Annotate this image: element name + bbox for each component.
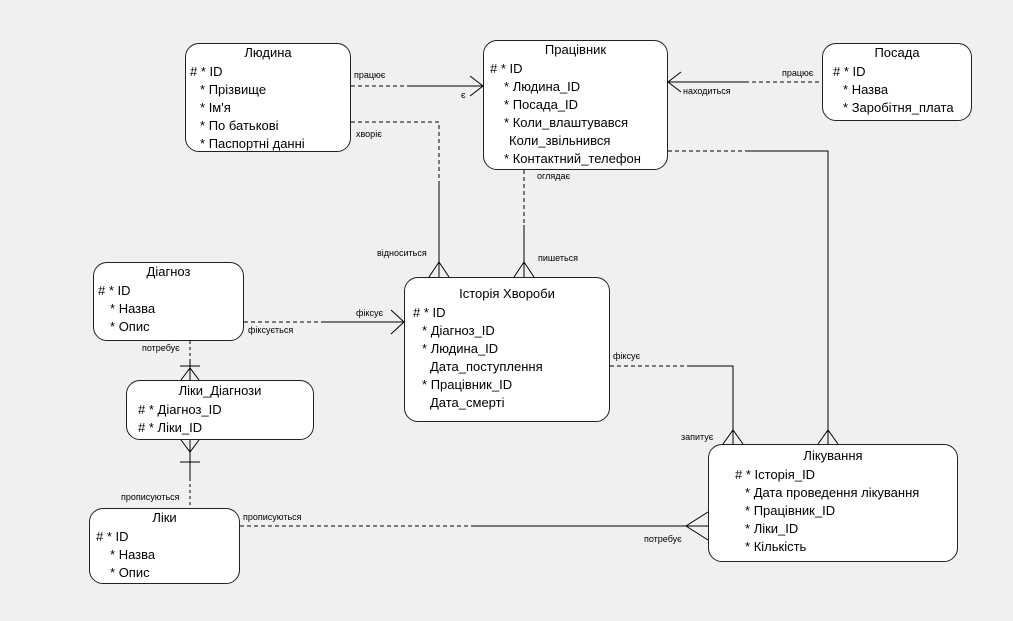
entity-attribute: * Паспортні данні [200,136,305,151]
relationship-label: оглядає [537,171,571,181]
relationship-label: пишеться [538,253,579,263]
entity-attribute: * Опис [110,565,150,580]
relationship-label: потребує [142,343,180,353]
entity-attribute: * Прізвище [200,82,267,97]
entity-attribute: # * Діагноз_ID [138,402,222,417]
entity-istoriya-khvoroby[interactable]: Історія Хвороби # * ID * Діагноз_ID * Лю… [404,277,610,422]
entity-attribute: * Назва [843,82,889,97]
entity-liky[interactable]: Ліки # * ID * Назва * Опис [89,508,240,584]
entity-posada[interactable]: Посада # * ID * Назва * Заробітня_плата [822,43,972,121]
entity-attribute: # * ID [833,64,866,79]
crowsfoot-pratsivnyk-posada [667,71,682,93]
entity-title: Ліки [152,510,177,525]
entity-attribute: * Назва [110,301,156,316]
entity-attribute: * Посада_ID [504,97,579,112]
entity-attribute: * Дата проведення лікування [745,485,920,500]
entity-attribute: # * ID [98,283,131,298]
relationship-label: фіксується [248,325,294,335]
relationship-label: запитує [681,432,714,442]
entity-attribute: Дата_смерті [430,395,505,410]
entity-attribute: * Опис [110,319,150,334]
relationship-label: відноситься [377,248,427,258]
entity-attribute: # * ID [490,61,523,76]
entity-title: Лікування [803,448,863,463]
entity-attribute: # * ID [96,529,129,544]
entity-title: Історія Хвороби [459,286,555,301]
relationship-label: потребує [644,534,682,544]
line-pratsivnyk-likuvannya-mandatory [748,150,829,444]
entity-attribute: * Контактний_телефон [504,151,641,166]
entity-liky-diagnozy[interactable]: Ліки_Діагнози # * Діагноз_ID # * Ліки_ID [126,380,314,440]
entity-title: Працівник [544,42,607,57]
crowsfoot-likydiagnozy-bottom [180,439,200,453]
crowsfoot-istoriya-pratsivnyk [513,261,535,278]
entity-title: Діагноз [146,264,191,279]
relationship-label: фіксує [613,351,641,361]
entity-attribute: * Діагноз_ID [422,323,495,338]
entity-title: Людина [244,45,292,60]
relationship-label: є [461,90,466,100]
relationship-label: працює [354,70,386,80]
entity-pratsivnyk[interactable]: Працівник # * ID * Людина_ID * Посада_ID… [483,40,668,170]
relationship-label: прописуються [121,492,180,502]
entity-attribute: # * Ліки_ID [138,420,203,435]
crowsfoot-likuvannya-pratsivnyk [817,429,839,445]
entity-attribute: * Людина_ID [504,79,581,94]
relationship-label: фіксує [356,308,384,318]
relationship-label: працює [782,68,814,78]
entity-title: Посада [874,45,920,60]
line-lyudyna-istoriya-optional [351,121,440,185]
relationship-label: хворіє [356,129,382,139]
entity-attribute: * Працівник_ID [422,377,513,392]
crowsfoot-likuvannya-istoriya [722,429,744,445]
entity-attribute: * Назва [110,547,156,562]
entity-diagnoz[interactable]: Діагноз # * ID * Назва * Опис [93,262,244,341]
relationship-label: находиться [683,86,731,96]
entity-attribute: # * Історія_ID [735,467,816,482]
crowsfoot-likydiagnozy-top [180,367,200,381]
entity-attribute: * Кількість [745,539,807,554]
entity-attribute: * Людина_ID [422,341,499,356]
entity-attribute: * Ім'я [200,100,231,115]
entity-attribute: * По батькові [200,118,279,133]
entity-attribute: Коли_звільнився [509,133,611,148]
entity-lyudyna[interactable]: Людина # * ID * Прізвище * Ім'я * По бат… [185,43,351,152]
entity-attribute: # * ID [413,305,446,320]
entity-attribute: * Працівник_ID [745,503,836,518]
line-istoriya-likuvannya-mandatory [690,365,734,444]
entity-attribute: * Ліки_ID [745,521,799,536]
relationship-label: прописуються [243,512,302,522]
entity-likuvannya[interactable]: Лікування # * Історія_ID * Дата проведен… [708,444,958,562]
crowsfoot-istoriya-lyudyna [428,261,450,278]
entity-attribute: * Коли_влаштувався [504,115,629,130]
entity-title: Ліки_Діагнози [178,383,262,398]
entity-attribute: Дата_поступлення [430,359,543,374]
entity-attribute: * Заробітня_плата [843,100,954,115]
crowsfoot-likuvannya-liky [685,511,709,541]
entity-attribute: # * ID [190,64,223,79]
